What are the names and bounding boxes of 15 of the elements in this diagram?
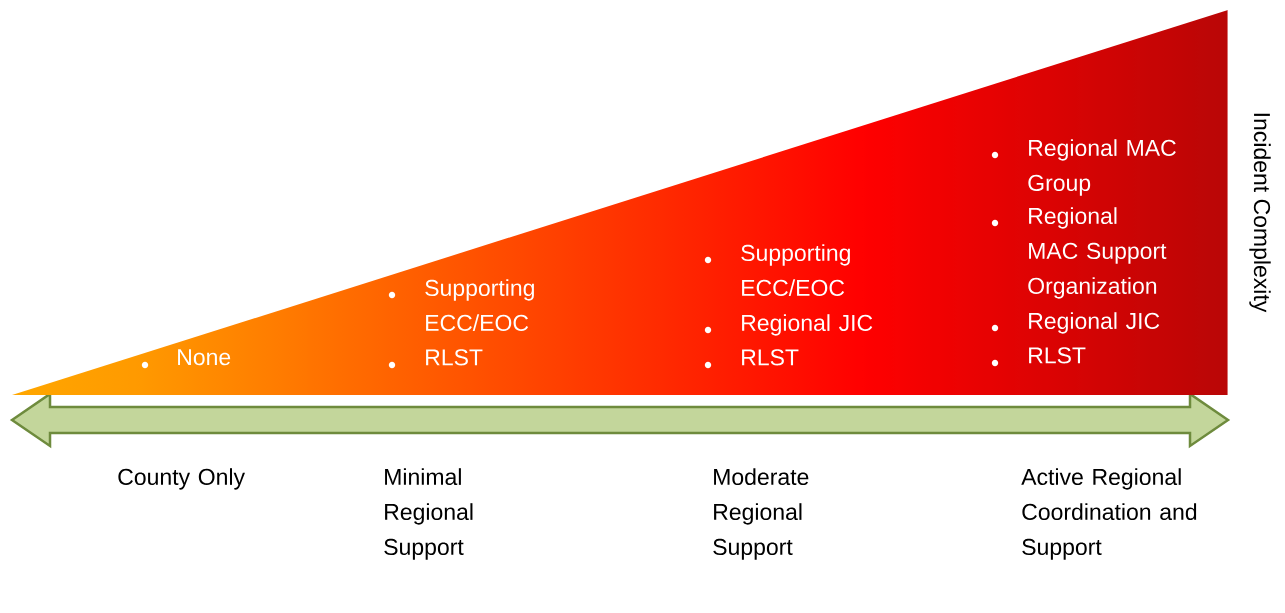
list-item: Regional JIC bbox=[742, 314, 873, 336]
list-item: RLST bbox=[426, 349, 483, 366]
level-label: County Only bbox=[118, 468, 245, 490]
list-item: Regional MAC Group bbox=[1028, 139, 1176, 196]
list-item: Regional JIC bbox=[1029, 312, 1160, 334]
list-item: None bbox=[178, 349, 231, 366]
list-item: Supporting ECC/EOC bbox=[741, 244, 850, 297]
level-label: Moderate Regional Support bbox=[713, 468, 809, 560]
list-item: Regional MAC Support Organization bbox=[1028, 207, 1167, 299]
list-item: RLST bbox=[742, 349, 799, 366]
level-label: Minimal Regional Support bbox=[384, 468, 473, 560]
list-item: RLST bbox=[1029, 347, 1086, 364]
level-label: Active Regional Coordination and Support bbox=[1021, 468, 1197, 560]
axis-label: Incident Complexity bbox=[1249, 113, 1271, 313]
list-item: Supporting ECC/EOC bbox=[425, 279, 534, 332]
